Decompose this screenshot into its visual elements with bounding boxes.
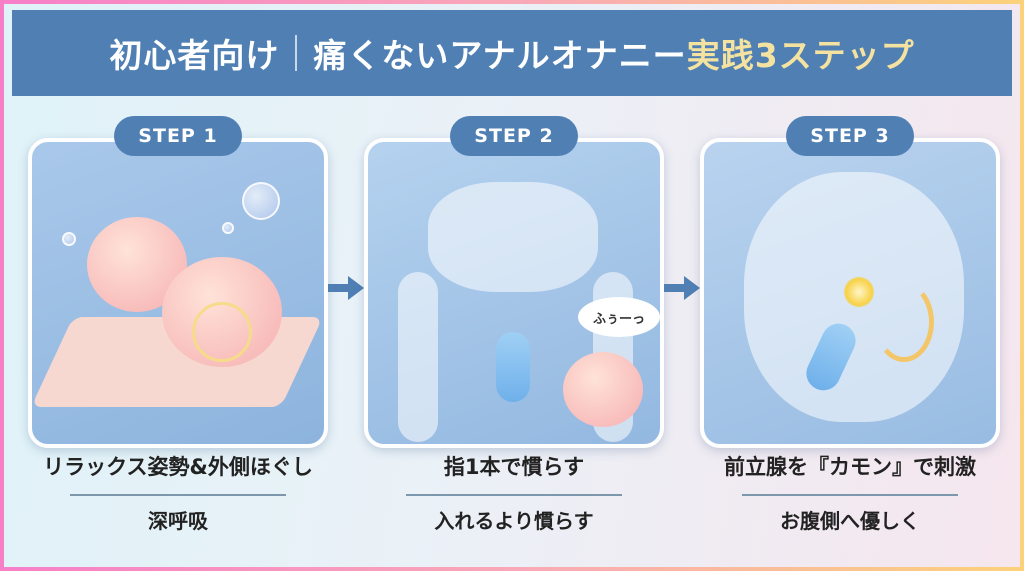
captions-row: リラックス姿勢&外側ほぐし 深呼吸 指1本で慣らす 入れるより慣らす 前立腺を『… — [24, 452, 1000, 562]
step-3-caption-block: 前立腺を『カモン』で刺激 お腹側へ優しく — [700, 452, 1000, 536]
pelvis-shape — [428, 182, 598, 292]
bubble-icon — [62, 232, 76, 246]
steps-row: STEP 1 ふぅーっ STEP 2 — [24, 116, 1000, 448]
step-2-subcaption: 入れるより慣らす — [434, 509, 594, 533]
arrow-right-icon — [328, 276, 364, 300]
curved-arrow-icon — [874, 282, 934, 362]
anatomy-diagram-illustration — [704, 142, 996, 444]
divider — [742, 494, 958, 496]
divider — [406, 494, 622, 496]
infographic-frame: 初心者向け 痛くないアナルオナニー 実践3ステップ STEP 1 — [4, 4, 1020, 567]
peach-character-shape — [563, 352, 643, 427]
step-2-caption-block: 指1本で慣らす 入れるより慣らす — [364, 452, 664, 536]
finger-icon — [496, 332, 530, 402]
arrow-right-icon — [664, 276, 700, 300]
bubble-icon — [242, 182, 280, 220]
title-prefix: 初心者向け — [109, 36, 280, 75]
step-3-caption: 前立腺を『カモン』で刺激 — [724, 455, 976, 479]
pelvis-diagram-illustration: ふぅーっ — [368, 142, 660, 444]
title-main: 痛くないアナルオナニー — [313, 36, 687, 75]
step-3-badge: STEP 3 — [786, 116, 914, 156]
step-1-illustration — [28, 138, 328, 448]
divider — [70, 494, 286, 496]
peach-character-illustration — [32, 142, 324, 444]
step-3-subcaption: お腹側へ優しく — [780, 509, 920, 533]
step-1-subcaption: 深呼吸 — [148, 509, 208, 533]
step-1-badge: STEP 1 — [114, 116, 242, 156]
step-2-caption: 指1本で慣らす — [443, 455, 585, 479]
highlight-glow-icon — [844, 277, 874, 307]
leg-shape — [398, 272, 438, 442]
title-banner: 初心者向け 痛くないアナルオナニー 実践3ステップ — [12, 10, 1012, 96]
speech-bubble: ふぅーっ — [578, 297, 660, 337]
step-1-caption-block: リラックス姿勢&外側ほぐし 深呼吸 — [28, 452, 328, 536]
touch-hand-icon — [192, 302, 252, 362]
title-accent: 実践3ステップ — [686, 36, 915, 75]
step-2-badge: STEP 2 — [450, 116, 578, 156]
step-1-caption: リラックス姿勢&外側ほぐし — [43, 455, 313, 479]
step-3-illustration — [700, 138, 1000, 448]
title-separator — [295, 35, 298, 71]
step-2-illustration: ふぅーっ — [364, 138, 664, 448]
bubble-icon — [222, 222, 234, 234]
